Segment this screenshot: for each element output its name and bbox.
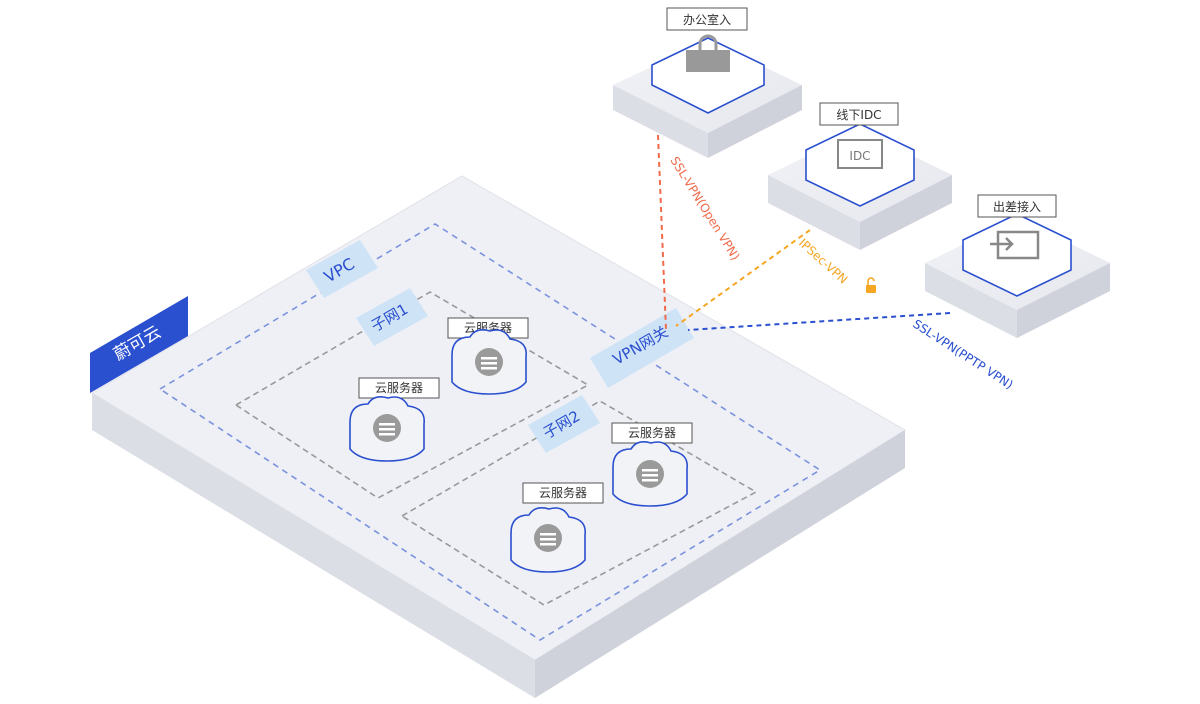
subnet-1-boundary bbox=[234, 291, 590, 499]
connection-label-openvpn: SSL-VPN(Open VPN) bbox=[667, 154, 742, 263]
connection-line-travel bbox=[687, 312, 951, 331]
connection-label-ipsec: IPSec-VPN bbox=[796, 236, 850, 287]
platform bbox=[91, 175, 906, 698]
cloud-server-4[interactable]: 云服务器 bbox=[510, 482, 604, 573]
cloud-server-4-label: 云服务器 bbox=[539, 485, 587, 500]
cloud-server-2-label: 云服务器 bbox=[375, 380, 423, 395]
cloud-server-3[interactable]: 云服务器 bbox=[611, 422, 693, 507]
subnet-2-boundary bbox=[400, 400, 758, 606]
endpoint-idc-label: 线下IDC bbox=[836, 108, 881, 122]
vpc-label-chip: VPC bbox=[306, 240, 378, 298]
connection-line-idc bbox=[675, 229, 811, 327]
cloud-server-3-label: 云服务器 bbox=[628, 425, 676, 440]
connection-line-office bbox=[657, 134, 667, 331]
endpoint-idc[interactable]: IDC 线下IDC bbox=[768, 102, 952, 250]
login-icon bbox=[990, 230, 1040, 260]
padlock-icon bbox=[866, 277, 876, 293]
endpoint-travel-label: 出差接入 bbox=[993, 199, 1041, 214]
endpoint-office[interactable]: 办公室入 bbox=[613, 7, 802, 158]
endpoint-travel[interactable]: 出差接入 bbox=[925, 194, 1110, 338]
endpoint-office-label: 办公室入 bbox=[683, 12, 731, 27]
lock-icon bbox=[698, 34, 718, 50]
svg-text:IDC: IDC bbox=[849, 149, 870, 163]
cloud-server-1[interactable]: 云服务器 bbox=[447, 317, 529, 395]
idc-icon bbox=[837, 139, 883, 169]
cloud-server-2[interactable]: 云服务器 bbox=[349, 377, 440, 462]
